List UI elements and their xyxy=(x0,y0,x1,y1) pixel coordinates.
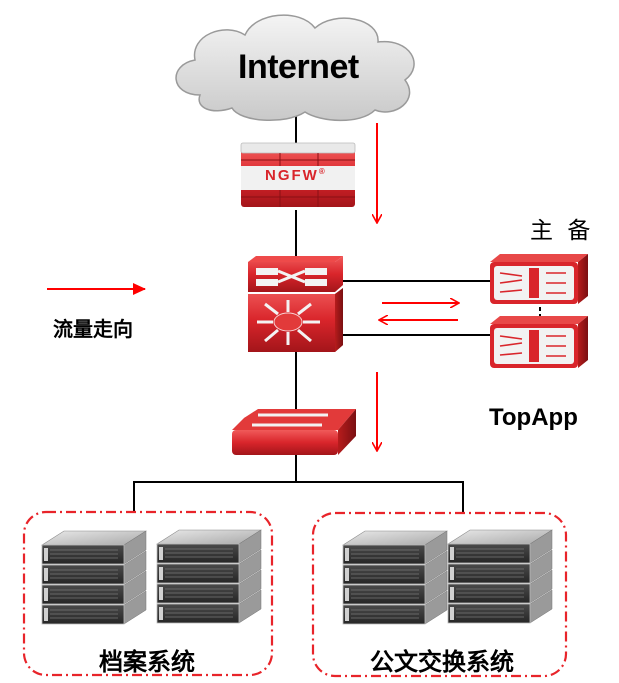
topapp-backup-icon xyxy=(490,316,588,368)
group-box-archive xyxy=(22,510,274,677)
firewall-label: NGFW xyxy=(265,167,319,184)
trademark-mark: ® xyxy=(318,167,327,176)
core-switch-icon xyxy=(248,256,343,352)
server-stack-icon xyxy=(155,529,263,624)
firewall-label-wrap: NGFW® xyxy=(265,167,327,184)
link-access-groups xyxy=(133,481,464,512)
firewall-icon xyxy=(240,142,356,207)
topapp-primary-icon xyxy=(490,254,588,304)
group-box-document-exchange xyxy=(311,511,568,678)
server-stacks xyxy=(40,529,554,625)
internet-cloud-icon xyxy=(175,14,415,122)
internet-label: Internet xyxy=(238,48,359,86)
access-switch-icon xyxy=(232,409,356,455)
link-lines xyxy=(133,115,492,512)
server-stack-icon xyxy=(341,530,449,625)
server-stack-icon xyxy=(446,529,554,624)
group-label-archive: 档案系统 xyxy=(99,649,195,676)
topapp-label: TopApp xyxy=(489,404,578,431)
legend-label: 流量走向 xyxy=(53,319,133,341)
group-label-document-exchange: 公文交换系统 xyxy=(370,649,514,676)
ha-label: 主 备 xyxy=(530,217,595,243)
server-stack-icon xyxy=(40,530,148,625)
flow-arrows xyxy=(377,123,458,450)
